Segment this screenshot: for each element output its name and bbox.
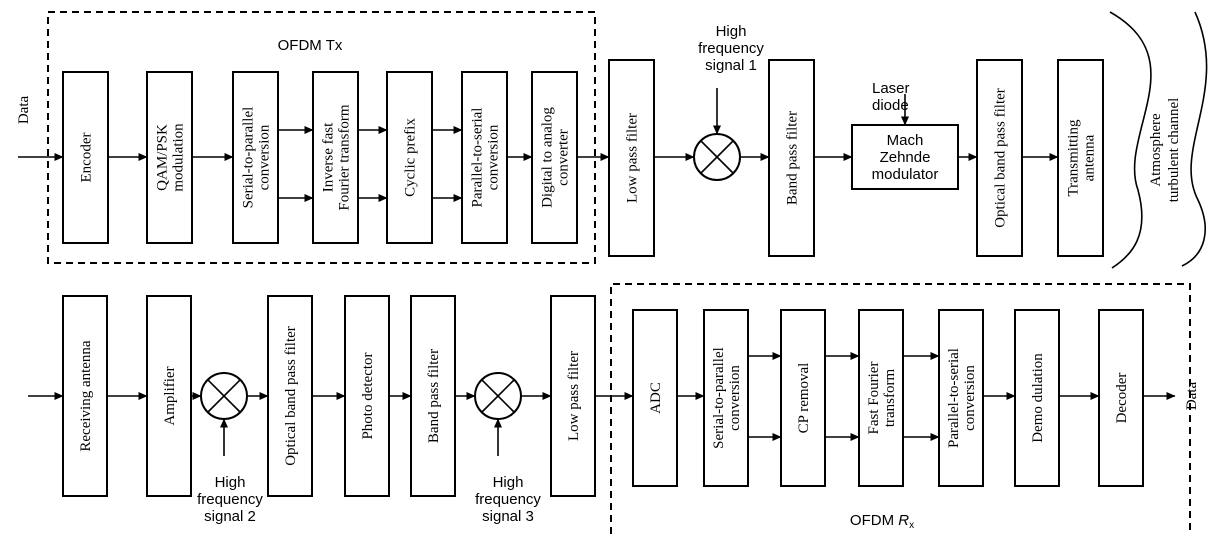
serial-to-parallel-tx-label: conversion: [257, 124, 273, 190]
hf2-label: signal 2: [204, 508, 256, 525]
hf3-label: High: [493, 474, 524, 491]
transmitting-antenna-label: antenna: [1082, 134, 1098, 181]
ofdm-tx-title: OFDM Tx: [278, 37, 343, 54]
low-pass-filter-tx-label: Low pass filter: [625, 113, 641, 203]
mach-zehnder-modulator-block: [851, 124, 959, 190]
atmosphere-label: Atmosphere: [1148, 113, 1164, 187]
dac-label: Digital to analog: [540, 107, 556, 208]
encoder-label: Encoder: [79, 133, 95, 183]
parallel-to-serial-rx-label: Parallel-to-serial: [946, 348, 962, 448]
atmosphere-label: turbulent channel: [1166, 98, 1182, 203]
data-out-label: Data: [1184, 382, 1200, 411]
transmitting-antenna-label: Transmitting: [1066, 119, 1082, 196]
hf3-label: frequency: [475, 491, 541, 508]
ofdm-rx-group: [610, 283, 1191, 534]
receiving-antenna-label: Receiving antenna: [78, 340, 94, 452]
mixer-3: [474, 372, 522, 420]
low-pass-filter-rx-label: Low pass filter: [566, 351, 582, 441]
ofdm-tx-group: [47, 11, 596, 264]
hf2-label: frequency: [197, 491, 263, 508]
hf1-label: frequency: [698, 40, 764, 57]
serial-to-parallel-rx-label: Serial-to-parallel: [711, 347, 727, 449]
band-pass-filter-tx-label: Band pass filter: [785, 111, 801, 205]
atmosphere-curve-left: [1109, 11, 1152, 269]
band-pass-filter-rx-block: [410, 295, 456, 497]
demodulation-block: [1014, 309, 1060, 487]
qam-psk-modulation-block: [146, 71, 193, 244]
mzm-label: modulator: [872, 166, 939, 183]
hf1-label: signal 1: [705, 57, 757, 74]
parallel-to-serial-tx-label: conversion: [486, 124, 502, 190]
optical-bpf-tx-block: [976, 59, 1023, 257]
low-pass-filter-rx-block: [550, 295, 596, 497]
amplifier-block: [146, 295, 192, 497]
parallel-to-serial-tx-label: Parallel-to-serial: [470, 108, 486, 208]
ifft-label: Inverse fast: [321, 122, 337, 192]
hf2-label: High: [215, 474, 246, 491]
band-pass-filter-tx-block: [768, 59, 815, 257]
cp-removal-block: [780, 309, 826, 487]
cp-removal-label: CP removal: [796, 363, 812, 434]
atmosphere-curve-right: [1181, 11, 1208, 267]
mzm-label: Mach: [887, 132, 924, 149]
hf3-label: signal 3: [482, 508, 534, 525]
decoder-label: Decoder: [1114, 373, 1130, 424]
demodulation-label: Demo dulation: [1030, 353, 1046, 443]
parallel-to-serial-rx-label: conversion: [962, 365, 978, 431]
ofdm-rx-title: OFDM Rx: [850, 512, 914, 531]
optical-bpf-tx-label: Optical band pass filter: [993, 88, 1009, 228]
mixer-2: [200, 372, 248, 420]
fft-label: transform: [882, 369, 898, 428]
dac-label: converter: [556, 129, 572, 186]
optical-bpf-rx-label: Optical band pass filter: [283, 326, 299, 466]
ifft-label: Fourier transform: [337, 104, 353, 211]
laser-diode-label: Laser: [872, 80, 910, 97]
serial-to-parallel-tx-block: [232, 71, 279, 244]
encoder-block: [62, 71, 109, 244]
adc-block: [632, 309, 678, 487]
qam-psk-modulation-label: modulation: [171, 123, 187, 192]
adc-label: ADC: [648, 382, 664, 414]
band-pass-filter-rx-label: Band pass filter: [426, 349, 442, 443]
qam-psk-modulation-label: QAM/PSK: [155, 124, 171, 191]
mixer-1: [693, 133, 741, 181]
receiving-antenna-block: [62, 295, 108, 497]
fft-block: [858, 309, 904, 487]
optical-bpf-rx-block: [267, 295, 313, 497]
hf1-label: High: [716, 23, 747, 40]
data-in-label: Data: [16, 96, 32, 125]
serial-to-parallel-rx-label: conversion: [727, 365, 743, 431]
transmitting-antenna-block: [1057, 59, 1104, 257]
parallel-to-serial-tx-block: [461, 71, 508, 244]
cyclic-prefix-label: Cyclic prefix: [403, 118, 419, 197]
ifft-block: [312, 71, 359, 244]
serial-to-parallel-tx-label: Serial-to-parallel: [241, 107, 257, 209]
amplifier-label: Amplifier: [162, 366, 178, 425]
cyclic-prefix-block: [386, 71, 433, 244]
photo-detector-label: Photo detector: [360, 352, 376, 439]
fft-label: Fast Fourier: [866, 362, 882, 435]
mzm-label: Zehnde: [880, 149, 931, 166]
photo-detector-block: [344, 295, 390, 497]
low-pass-filter-tx-block: [608, 59, 655, 257]
serial-to-parallel-rx-block: [703, 309, 749, 487]
decoder-block: [1098, 309, 1144, 487]
laser-diode-label: diode: [872, 97, 909, 114]
dac-block: [531, 71, 578, 244]
parallel-to-serial-rx-block: [938, 309, 984, 487]
